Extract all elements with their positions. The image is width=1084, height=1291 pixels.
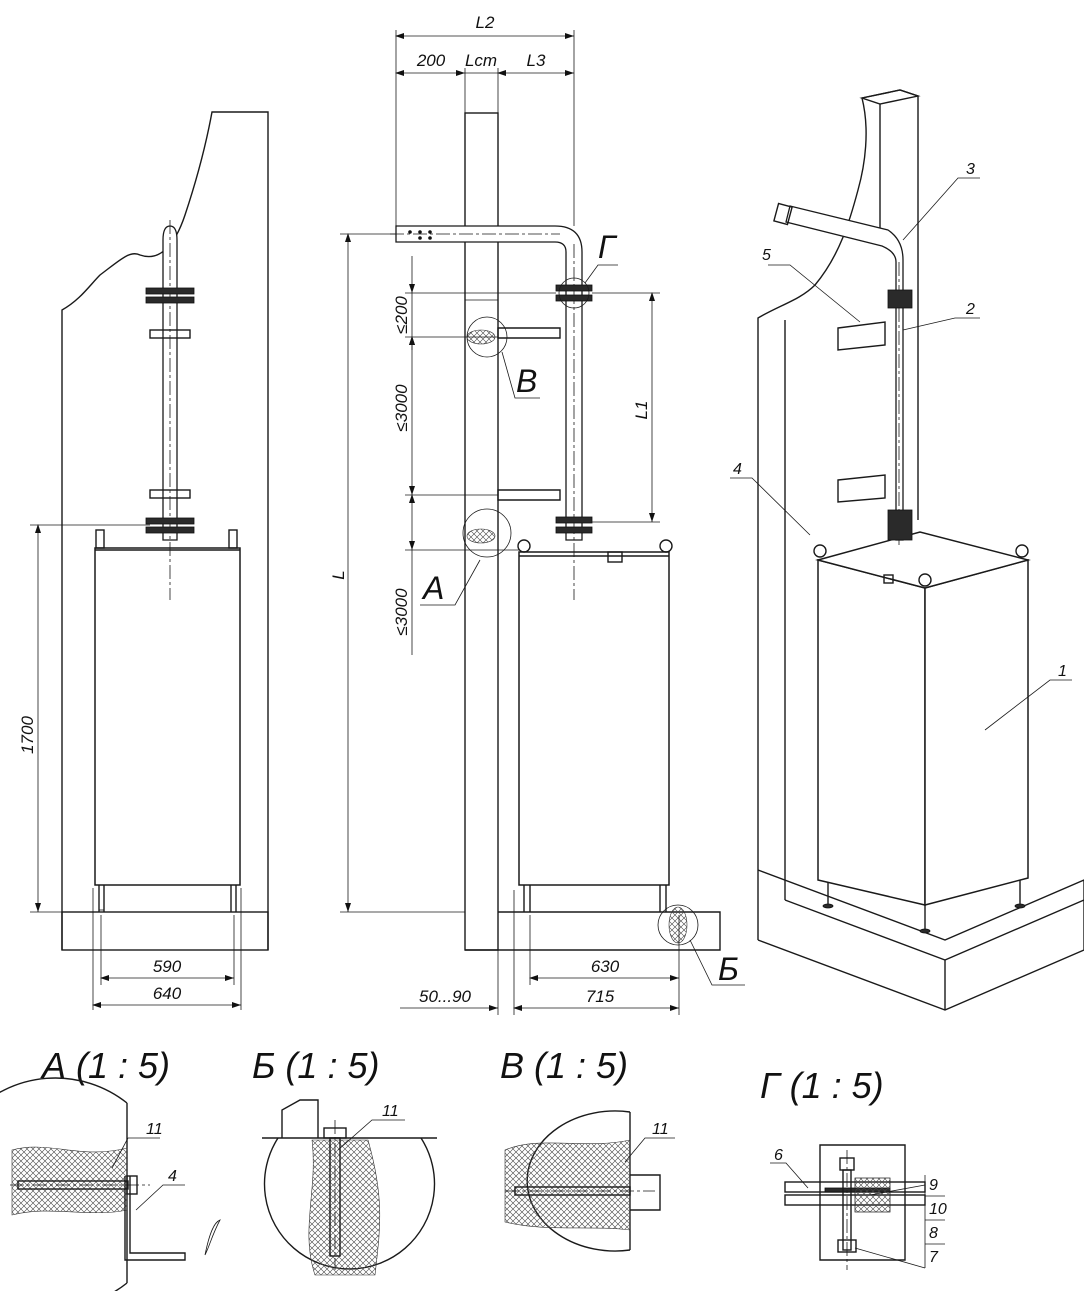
dim-lst: Lст [465, 51, 497, 70]
dim-l2: L2 [476, 13, 495, 32]
detail-g-label-10: 10 [929, 1201, 947, 1218]
callout-b: Б [718, 951, 739, 987]
detail-b-title: Б (1 : 5) [252, 1045, 379, 1086]
detail-g-label-7: 7 [929, 1249, 939, 1266]
side-view: В А Б Г L2 200 Lст L3 L ≤200 ≤3000 [329, 13, 745, 1015]
dim-le200: ≤200 [392, 296, 411, 334]
dim-l: L [329, 570, 348, 579]
dim-200: 200 [416, 51, 446, 70]
detail-g-label-6: 6 [774, 1147, 783, 1164]
part-3: 3 [966, 161, 975, 178]
side-top-pipe [395, 225, 583, 541]
front-view: 1700 590 640 [18, 111, 269, 1010]
front-wall [61, 111, 269, 950]
dim-590: 590 [153, 957, 182, 976]
detail-b-label-11: 11 [382, 1103, 399, 1120]
dim-50-90: 50...90 [419, 987, 472, 1006]
part-1: 1 [1058, 663, 1067, 680]
dim-le3000-top: ≤3000 [392, 384, 411, 432]
detail-g-label-8: 8 [929, 1225, 938, 1242]
part-5: 5 [762, 247, 771, 264]
detail-g-title: Г (1 : 5) [760, 1065, 884, 1106]
detail-v-label-11: 11 [652, 1121, 669, 1138]
part-2: 2 [965, 301, 975, 318]
dim-l3: L3 [527, 51, 546, 70]
detail-v-title: В (1 : 5) [500, 1045, 628, 1086]
dim-l1: L1 [632, 401, 651, 420]
detail-g: Г (1 : 5) 6 9 10 8 7 [760, 1065, 947, 1270]
detail-a-label-4: 4 [168, 1168, 177, 1185]
iso-floor [757, 869, 1084, 1011]
dim-630: 630 [591, 957, 620, 976]
detail-b: Б (1 : 5) 11 [252, 1045, 437, 1276]
dim-1700: 1700 [18, 716, 37, 754]
front-floor [61, 911, 269, 951]
dim-715: 715 [586, 987, 615, 1006]
isometric-view: 3 2 5 4 1 [730, 89, 1084, 1011]
callout-g: Г [598, 229, 618, 265]
callout-a: А [421, 570, 444, 606]
iso-cabinet [817, 559, 926, 906]
detail-a-title: А (1 : 5) [40, 1045, 170, 1086]
side-cabinet [518, 551, 670, 886]
iso-pipe [785, 205, 904, 541]
front-cabinet [94, 547, 241, 886]
dim-640: 640 [153, 984, 182, 1003]
detail-v: В (1 : 5) 11 [500, 1045, 675, 1252]
callout-v: В [516, 363, 537, 399]
detail-a-label-11: 11 [146, 1121, 163, 1138]
detail-g-label-9: 9 [929, 1177, 938, 1194]
detail-a: А (1 : 5) 11 4 [0, 1045, 221, 1291]
part-4: 4 [733, 461, 742, 478]
dim-le3000-bottom: ≤3000 [392, 588, 411, 636]
